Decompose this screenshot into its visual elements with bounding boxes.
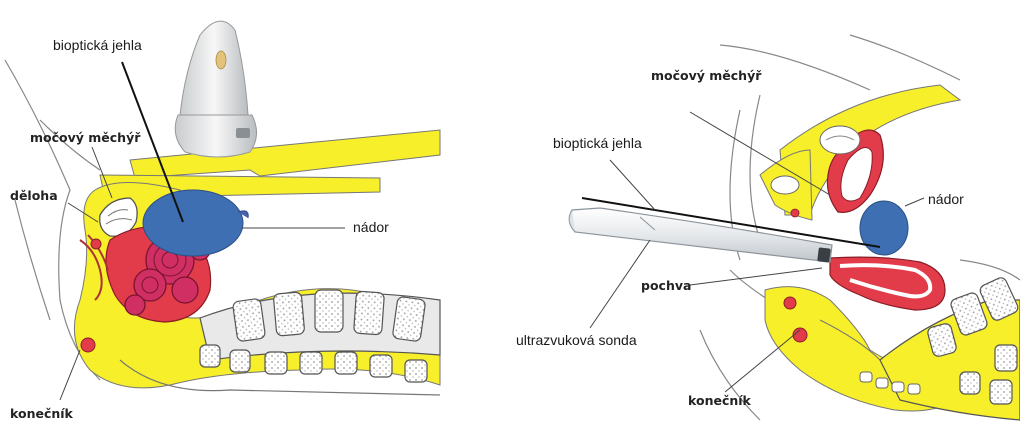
right-rectum-marker-1 [784,297,796,309]
left-label-uterus: děloha [10,188,58,203]
right-label-probe: ultrazvuková sonda [516,332,637,348]
left-panel: bioptická jehla močový měchýř děloha nád… [5,21,440,421]
abdominal-transducer [175,21,256,157]
left-label-tumor: nádor [353,219,389,235]
right-label-bladder: močový měchýř [651,68,762,83]
right-panel: močový měchýř bioptická jehla nádor poch… [516,35,1020,420]
left-rectum [81,338,95,352]
left-tumor [143,190,243,256]
left-label-needle: bioptická jehla [53,37,142,53]
left-label-rectum: konečník [10,406,74,421]
right-label-needle: bioptická jehla [553,135,642,151]
right-tumor [860,201,908,255]
left-label-bladder: močový měchýř [30,130,141,145]
right-label-vagina: pochva [641,278,691,293]
right-label-rectum: konečník [688,393,752,408]
right-label-tumor: nádor [928,191,964,207]
